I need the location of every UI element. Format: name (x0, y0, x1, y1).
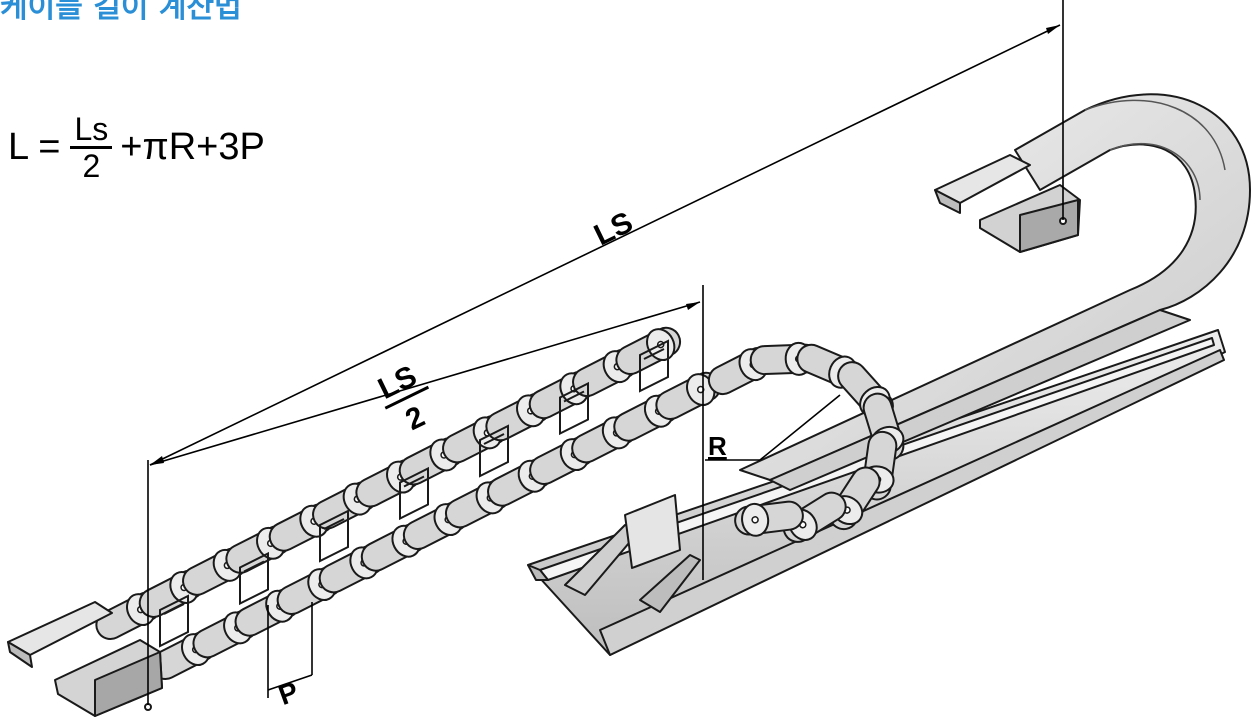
chain-link-bend (734, 500, 804, 537)
dimension-ls-label: LS (589, 206, 638, 252)
crossbar (639, 339, 669, 393)
moving-end-bracket (564, 494, 701, 613)
crossbar (239, 551, 269, 606)
formula-fraction: Ls 2 (70, 112, 113, 184)
crossbar (319, 509, 349, 563)
formula-lhs: L = (8, 125, 61, 168)
formula-numerator: Ls (70, 112, 113, 149)
formula-rhs: +πR+3P (120, 125, 265, 168)
dimension-half-ls: LS 2 (373, 359, 430, 437)
chain-link (655, 371, 722, 420)
crossbar (479, 424, 509, 478)
crossbar (399, 466, 429, 521)
dimension-half-ls-denominator: 2 (400, 400, 429, 437)
chain-links-lower-run (150, 371, 722, 680)
dimension-pitch-label: P (274, 675, 302, 711)
dimension-lines (147, 0, 1064, 705)
dimension-half-ls-numerator: LS (373, 359, 422, 405)
chain-links-bend (707, 341, 905, 543)
dimension-radius-label: R (708, 431, 727, 461)
length-formula: L = Ls 2 +πR+3P (8, 112, 265, 184)
crossbar (559, 381, 589, 436)
chain-crossbars (159, 339, 669, 648)
formula-denominator: 2 (82, 147, 101, 184)
crossbar (159, 594, 189, 648)
fixed-end-bracket (7, 601, 163, 717)
page-heading: 케이블 길이 계산법 (0, 0, 242, 25)
dimension-arrows (150, 25, 1060, 465)
